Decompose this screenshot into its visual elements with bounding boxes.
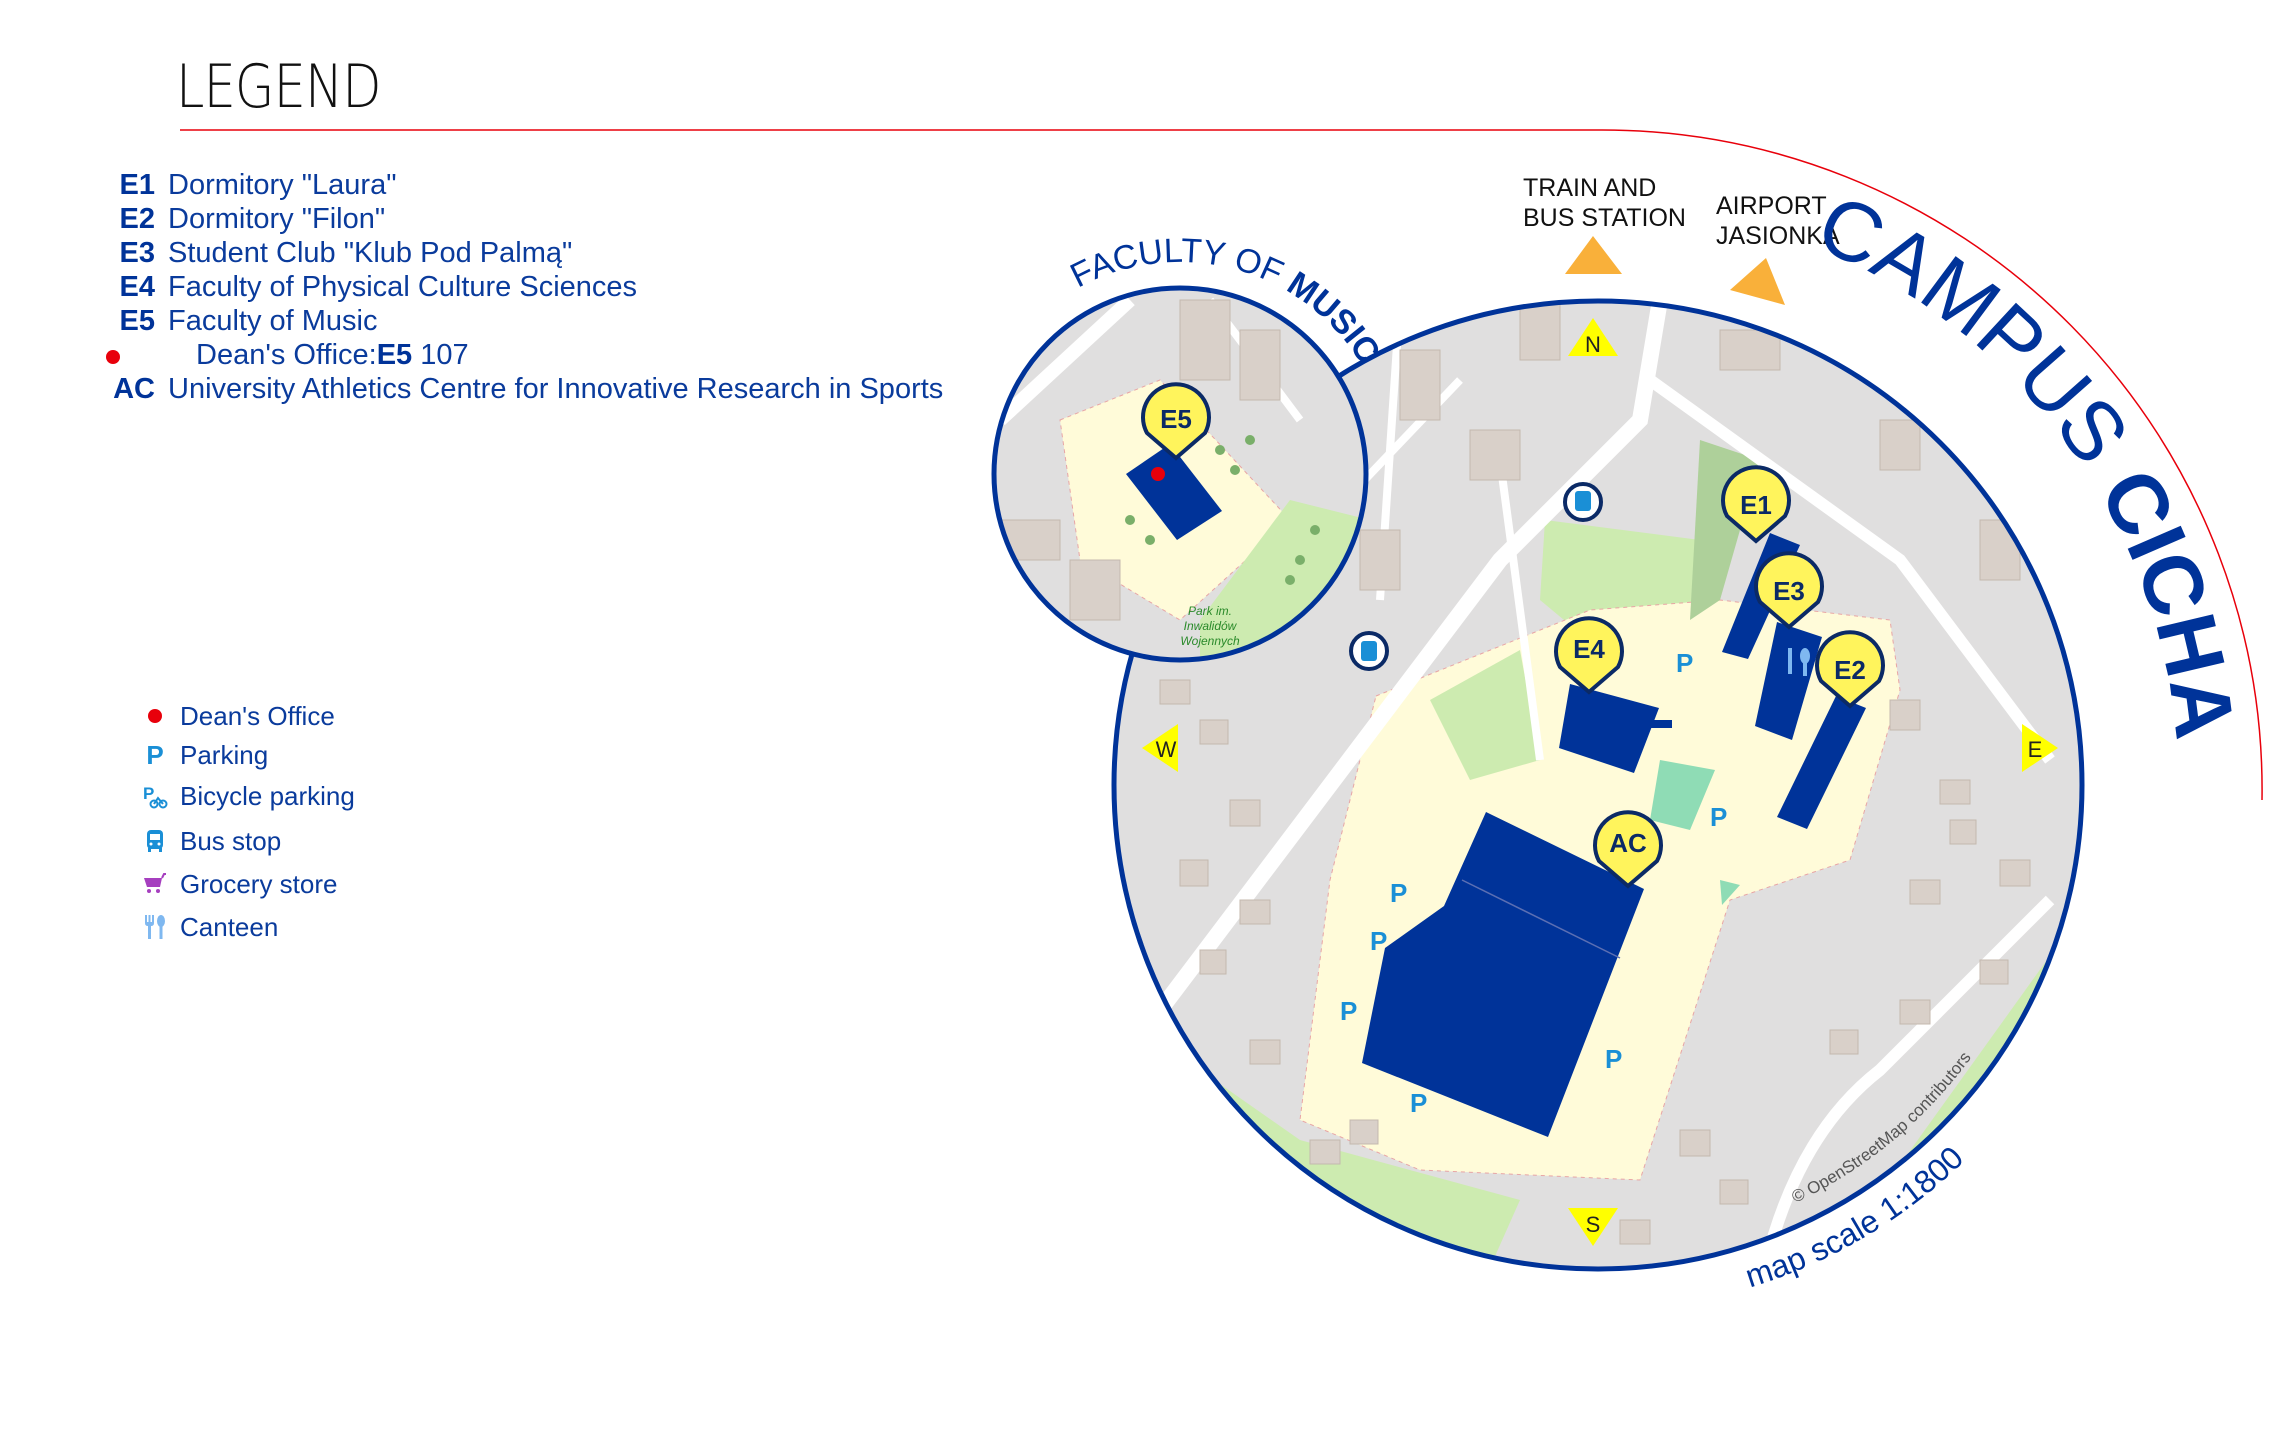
- svg-text:P: P: [1370, 926, 1387, 956]
- legend-label: Grocery store: [180, 868, 338, 899]
- legend-symbol-parking: P Parking: [130, 738, 268, 772]
- svg-text:E5: E5: [1160, 404, 1192, 434]
- svg-text:P: P: [1390, 878, 1407, 908]
- building-e5[interactable]: [1126, 444, 1222, 540]
- svg-text:E3: E3: [1773, 576, 1805, 606]
- grocery-cart-icon: [130, 873, 180, 895]
- bus-stop-icon: [130, 829, 180, 853]
- bicycle-parking-icon: P: [130, 783, 180, 809]
- svg-text:P: P: [1410, 1088, 1427, 1118]
- svg-text:P: P: [1340, 996, 1357, 1026]
- compass-south: S: [1568, 1208, 1618, 1246]
- svg-text:E1: E1: [1740, 490, 1772, 520]
- legend-item-e1: E1 Dormitory "Laura": [0, 168, 397, 202]
- legend-item-ac: AC University Athletics Centre for Innova…: [0, 372, 943, 406]
- svg-text:P: P: [143, 784, 154, 803]
- legend-symbol-dean-office: Dean's Office: [130, 699, 335, 733]
- svg-text:AC: AC: [1609, 828, 1647, 858]
- compass-east: E: [2022, 724, 2058, 772]
- legend-item-dean-office: Dean's Office: E5 107: [0, 338, 469, 372]
- dean-office-dot-icon: [130, 709, 180, 723]
- direction-train-bus-station: TRAIN AND BUS STATION: [1523, 174, 1686, 274]
- svg-text:P: P: [1605, 1044, 1622, 1074]
- building-e4[interactable]: [1559, 684, 1659, 773]
- svg-text:E2: E2: [1834, 655, 1866, 685]
- compass-north: N: [1568, 318, 1618, 357]
- dean-office-building: E5: [376, 338, 413, 371]
- canteen-icon: [1788, 648, 1810, 676]
- arrow-up-icon: [1565, 236, 1622, 274]
- building-ac[interactable]: [1362, 812, 1644, 1137]
- marker-ac[interactable]: AC: [1593, 810, 1663, 889]
- compass-west: W: [1142, 724, 1178, 772]
- legend-item-e5: E5 Faculty of Music: [0, 304, 378, 338]
- inset-map-border: [991, 285, 1369, 663]
- svg-text:E4: E4: [1573, 634, 1605, 664]
- building-e2[interactable]: [1777, 696, 1866, 829]
- dean-office-dot-icon: [0, 339, 168, 372]
- marker-e4[interactable]: E4: [1554, 616, 1624, 695]
- legend-item-e3: E3 Student Club "Klub Pod Palmą": [0, 236, 573, 270]
- legend-symbol-bicycle-parking: P Bicycle parking: [130, 779, 355, 813]
- svg-text:E: E: [2028, 737, 2043, 762]
- legend-label: Bus stop: [180, 825, 282, 856]
- legend-title: LEGEND: [176, 52, 382, 122]
- marker-e1[interactable]: E1: [1721, 465, 1791, 544]
- svg-text:W: W: [1156, 737, 1177, 762]
- legend-symbol-grocery: Grocery store: [130, 867, 338, 901]
- legend-symbol-canteen: Canteen: [130, 910, 278, 944]
- legend-item-e4: E4 Faculty of Physical Culture Sciences: [0, 270, 638, 304]
- svg-text:Park im.: Park im.: [1188, 604, 1232, 618]
- legend-code: E4: [119, 270, 155, 303]
- svg-text:N: N: [1585, 332, 1601, 357]
- svg-text:JASIONKA: JASIONKA: [1716, 222, 1840, 250]
- svg-text:AIRPORT: AIRPORT: [1716, 192, 1827, 220]
- bus-stop-icon[interactable]: [1349, 631, 1389, 671]
- direction-airport: AIRPORT JASIONKA: [1716, 192, 1840, 305]
- svg-text:P: P: [1710, 802, 1727, 832]
- svg-text:BUS STATION: BUS STATION: [1523, 204, 1686, 232]
- legend-code: E2: [119, 202, 155, 235]
- parking-icon: P: [146, 739, 164, 770]
- legend-label: Student Club "Klub Pod Palmą": [168, 236, 573, 269]
- legend-label: Dean's Office: [180, 700, 335, 731]
- legend-label: Faculty of Physical Culture Sciences: [168, 270, 638, 303]
- legend-label: Dormitory "Filon": [168, 202, 386, 235]
- marker-e2[interactable]: E2: [1815, 630, 1885, 709]
- legend-divider-line: [180, 129, 2263, 801]
- svg-text:P: P: [1676, 648, 1693, 678]
- legend-item-e2: E2 Dormitory "Filon": [0, 202, 386, 236]
- svg-text:Wojennych: Wojennych: [1180, 634, 1240, 648]
- legend-code: E3: [119, 236, 155, 269]
- legend-label: Parking: [180, 739, 269, 770]
- arrow-up-icon: [1730, 258, 1785, 305]
- svg-text:Inwalidów: Inwalidów: [1184, 619, 1238, 633]
- svg-text:TRAIN AND: TRAIN AND: [1523, 174, 1656, 202]
- dean-office-room: 107: [412, 338, 469, 371]
- legend-code: AC: [113, 372, 155, 405]
- legend-label: Canteen: [180, 911, 279, 942]
- legend-label: Dormitory "Laura": [168, 168, 397, 201]
- parking-markers: PP PP PP P: [1340, 648, 1727, 1118]
- legend-symbol-bus-stop: Bus stop: [130, 824, 281, 858]
- bus-stop-icon[interactable]: [1563, 482, 1603, 522]
- svg-text:S: S: [1586, 1212, 1601, 1237]
- marker-e3[interactable]: E3: [1754, 551, 1824, 630]
- dean-office-dot: [1151, 467, 1165, 481]
- marker-e5[interactable]: E5: [1141, 382, 1211, 461]
- legend-label: Bicycle parking: [180, 780, 355, 811]
- legend-label: Dean's Office:: [196, 338, 377, 371]
- main-map-border: [1111, 298, 2085, 1272]
- legend-label: Faculty of Music: [168, 304, 378, 337]
- legend-code: E1: [119, 168, 155, 201]
- legend-code: E5: [119, 304, 155, 337]
- canteen-icon: [130, 914, 180, 940]
- legend-label: University Athletics Centre for Innovati…: [168, 372, 944, 405]
